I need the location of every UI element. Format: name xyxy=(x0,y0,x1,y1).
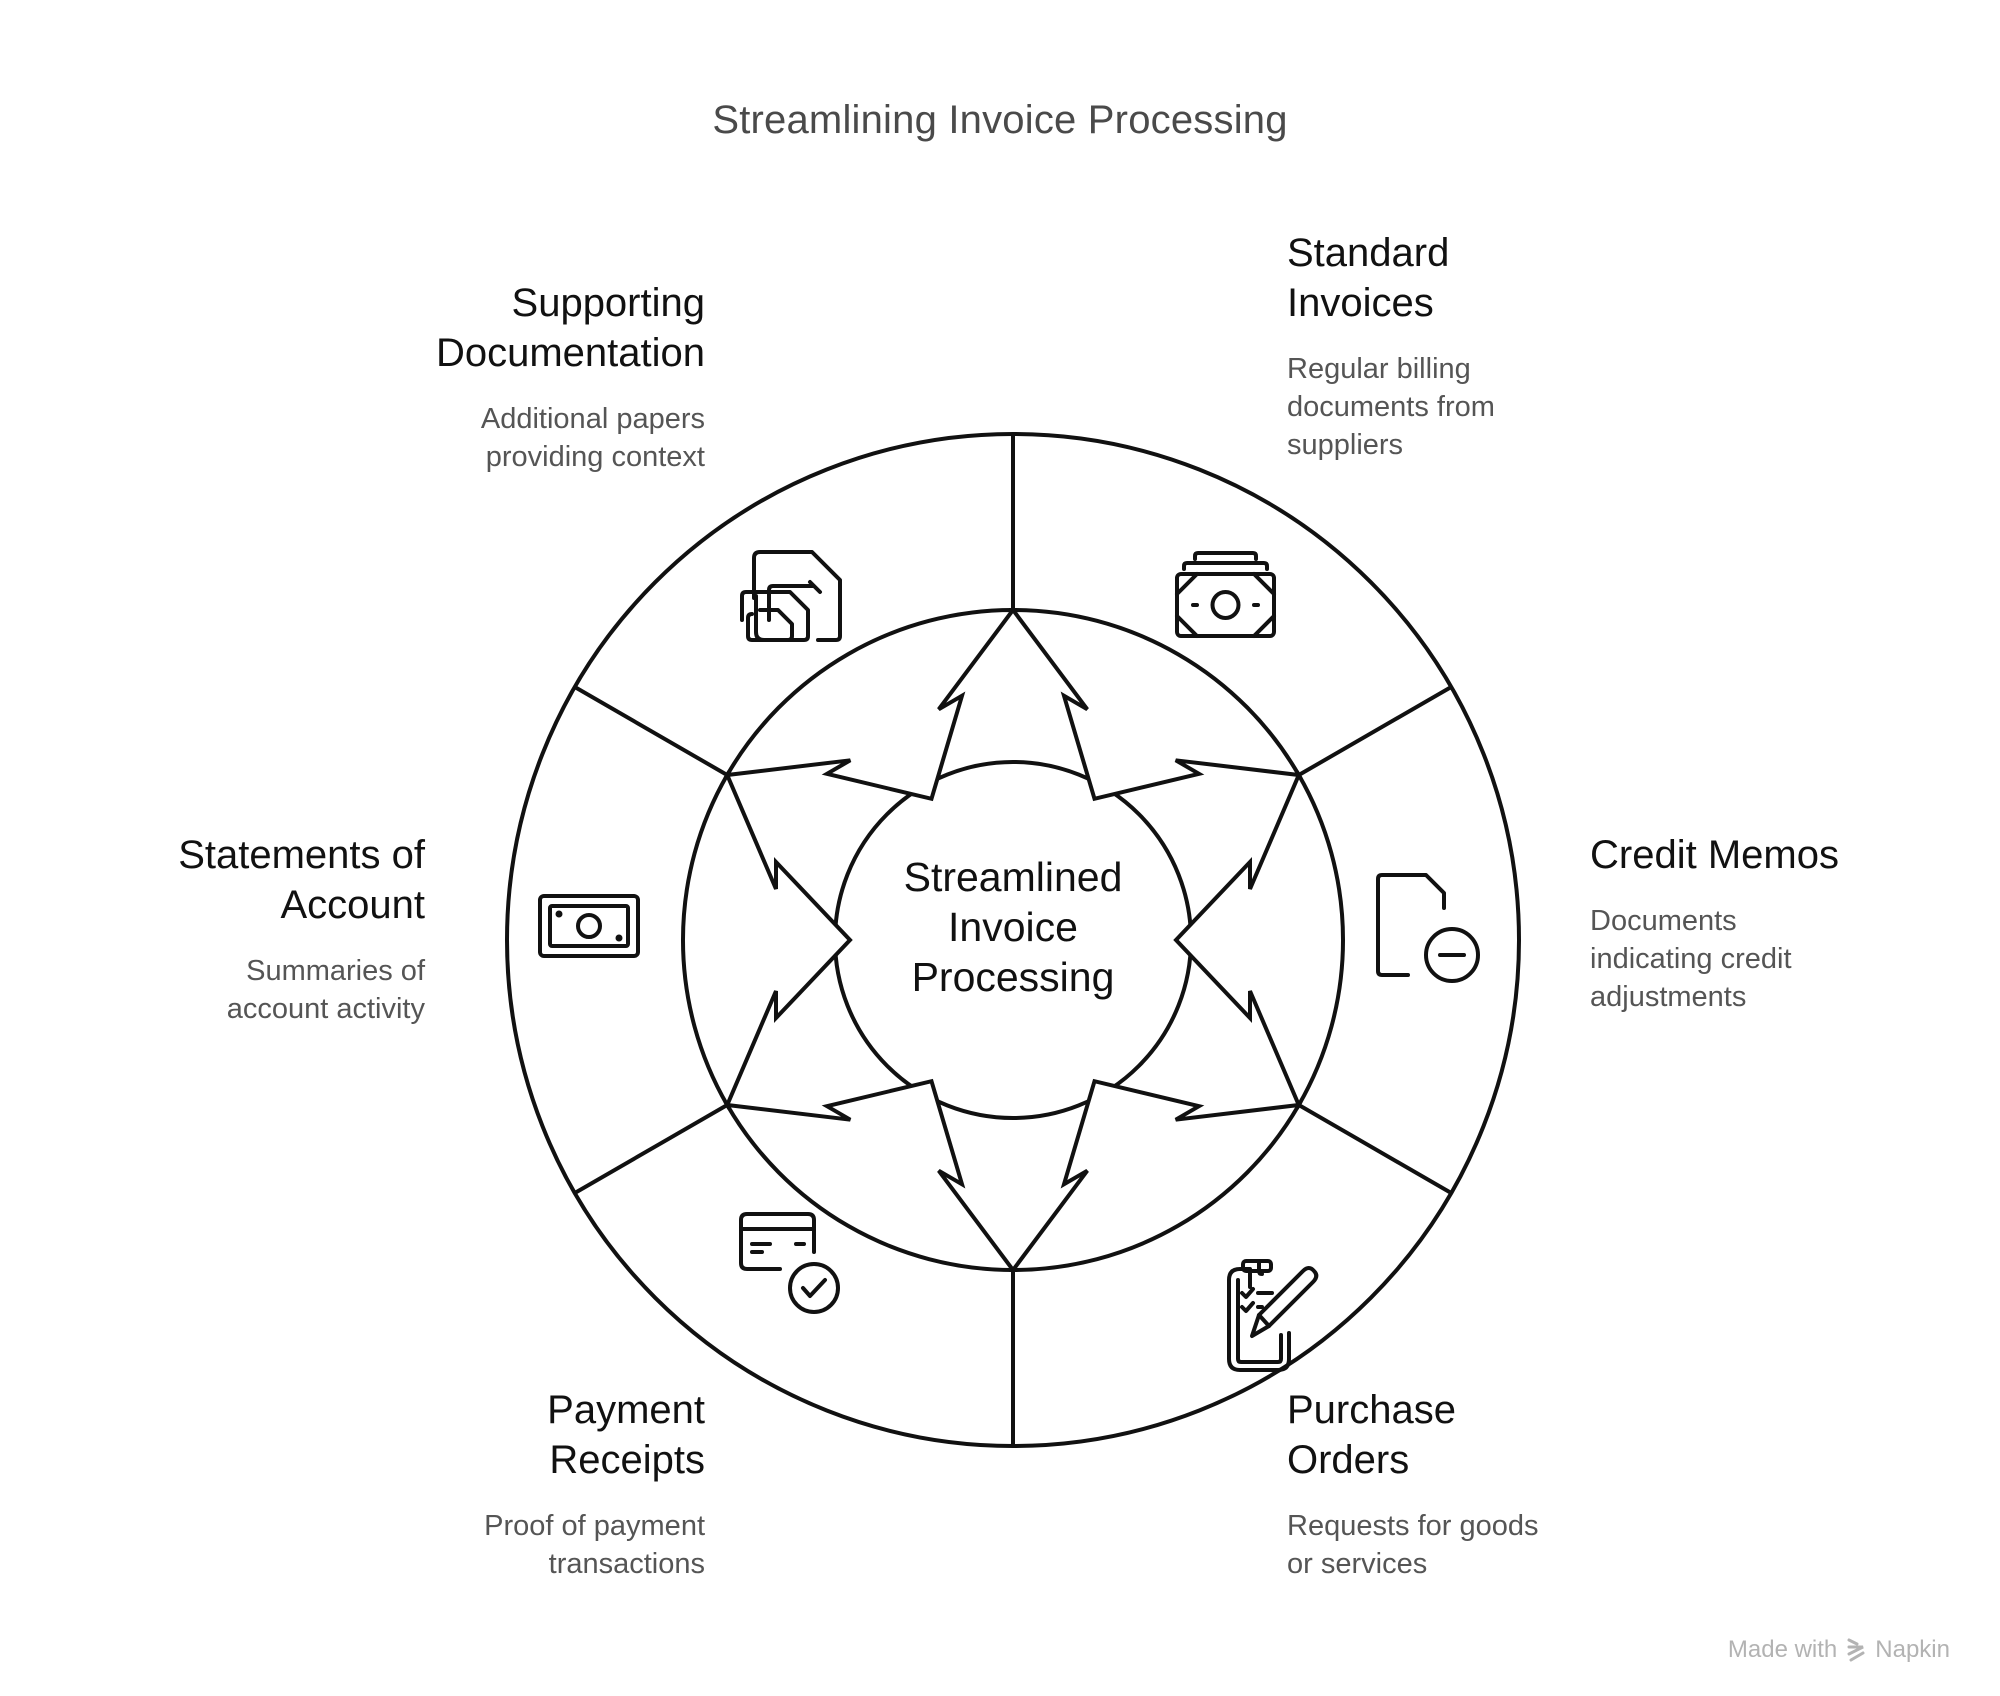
segment-title: Credit Memos xyxy=(1590,830,1910,880)
segment-title-line: Invoices xyxy=(1287,281,1434,325)
inward-arrows xyxy=(681,607,1345,1273)
segment-divider xyxy=(573,685,730,778)
segment-description-line: Regular billing xyxy=(1287,353,1471,385)
banknote-icon xyxy=(538,894,640,958)
inward-arrow xyxy=(723,1078,1017,1273)
segment-title-line: Supporting xyxy=(511,281,705,325)
segment-label-purchase-orders: Purchase Orders Requests for goods or se… xyxy=(1287,1385,1607,1583)
segment-description: Documents indicating credit adjustments xyxy=(1590,902,1910,1016)
segment-title-line: Payment xyxy=(547,1388,705,1432)
segment-title-line: Credit Memos xyxy=(1590,833,1839,877)
segment-description-line: indicating credit xyxy=(1590,943,1792,975)
segment-title-line: Purchase xyxy=(1287,1388,1456,1432)
segment-title: Statements of Account xyxy=(105,830,425,930)
segment-description-line: Additional papers xyxy=(480,403,705,435)
segment-description-line: account activity xyxy=(226,993,425,1025)
inward-arrow xyxy=(723,607,1017,802)
center-label: Streamlined Invoice Processing xyxy=(863,852,1163,1002)
watermark-prefix: Made with xyxy=(1727,1636,1838,1663)
segment-description-line: documents from xyxy=(1287,391,1495,423)
segment-description-line: providing context xyxy=(485,441,705,473)
segment-divider xyxy=(1296,1102,1453,1195)
segment-title-line: Documentation xyxy=(435,331,705,375)
inward-arrow xyxy=(1009,1078,1303,1273)
inward-arrow xyxy=(1173,770,1345,1110)
segment-title: Payment Receipts xyxy=(385,1385,705,1485)
segment-title: Supporting Documentation xyxy=(385,278,705,378)
segment-dividers xyxy=(573,434,1453,1446)
credit-card-check-icon xyxy=(739,1212,840,1314)
segment-label-supporting-documentation: Supporting Documentation Additional pape… xyxy=(385,278,705,476)
segment-label-credit-memos: Credit Memos Documents indicating credit… xyxy=(1590,830,1910,1016)
clipboard-checklist-pencil-icon xyxy=(1227,1259,1319,1372)
segment-divider xyxy=(573,1102,730,1195)
segment-description: Summaries of account activity xyxy=(105,952,425,1028)
money-stack-icon xyxy=(1175,551,1276,638)
diagram-title: Streamlining Invoice Processing xyxy=(712,98,1288,142)
segment-title-line: Statements of xyxy=(178,833,425,877)
segment-description: Proof of payment transactions xyxy=(385,1507,705,1583)
segment-label-payment-receipts: Payment Receipts Proof of payment transa… xyxy=(385,1385,705,1583)
center-label-line: Streamlined xyxy=(903,854,1123,900)
segment-label-statements-of-account: Statements of Account Summaries of accou… xyxy=(105,830,425,1028)
segment-description: Regular billing documents from suppliers xyxy=(1287,350,1607,464)
watermark-brand: Napkin xyxy=(1875,1636,1950,1663)
segment-title-line: Orders xyxy=(1287,1438,1410,1482)
segment-description-line: Summaries of xyxy=(246,955,425,987)
segment-description-line: suppliers xyxy=(1287,429,1404,461)
segment-title-line: Receipts xyxy=(549,1438,705,1482)
segment-title-line: Account xyxy=(280,883,425,927)
inward-arrow xyxy=(681,770,853,1110)
segment-description-line: Documents xyxy=(1590,905,1737,937)
segment-description-line: transactions xyxy=(548,1548,705,1580)
segment-description: Requests for goods or services xyxy=(1287,1507,1607,1583)
napkin-logo-icon xyxy=(1847,1638,1865,1662)
segment-description-line: Requests for goods xyxy=(1287,1510,1539,1542)
segment-divider xyxy=(1296,685,1453,778)
segment-description-line: Proof of payment xyxy=(484,1510,705,1542)
segment-description: Additional papers providing context xyxy=(385,400,705,476)
document-minus-icon xyxy=(1376,873,1480,983)
inward-arrow xyxy=(1009,607,1303,802)
stacked-documents-icon xyxy=(740,550,842,642)
segment-title: Purchase Orders xyxy=(1287,1385,1607,1485)
center-label-line: Processing xyxy=(911,954,1115,1000)
center-label-line: Invoice xyxy=(948,904,1078,950)
watermark: Made with Napkin xyxy=(1728,1636,1950,1664)
segment-description-line: or services xyxy=(1287,1548,1428,1580)
segment-title-line: Standard xyxy=(1287,231,1450,275)
segment-title: Standard Invoices xyxy=(1287,228,1607,328)
segment-description-line: adjustments xyxy=(1590,981,1747,1013)
segment-label-standard-invoices: Standard Invoices Regular billing docume… xyxy=(1287,228,1607,464)
